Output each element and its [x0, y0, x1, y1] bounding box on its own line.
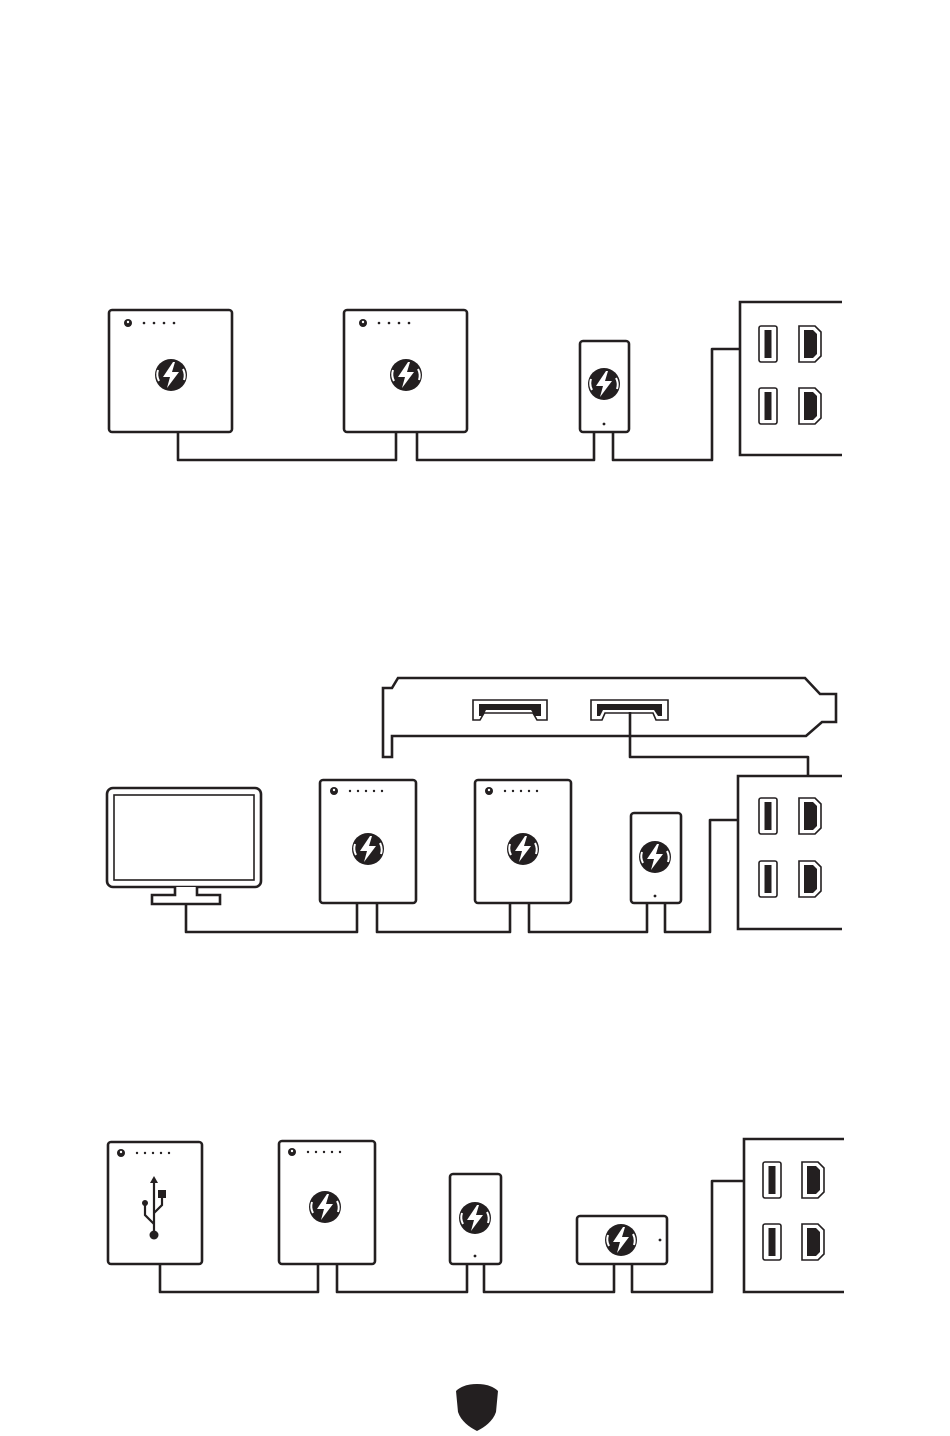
- displayport-icon: [799, 326, 821, 362]
- thunderbolt-port-icon: [759, 798, 777, 834]
- diagram-3-usb-chain: [108, 1139, 844, 1292]
- cable-2: [417, 432, 594, 460]
- usb-device: [108, 1142, 202, 1264]
- thunderbolt-dongle-1: [450, 1174, 501, 1264]
- shield-icon: [456, 1384, 498, 1431]
- displayport-icon: [802, 1224, 824, 1260]
- displayport-icon: [799, 798, 821, 834]
- cable-1: [178, 432, 396, 460]
- thunderbolt-port-icon: [759, 326, 777, 362]
- thunderbolt-device-1: [109, 310, 232, 432]
- displayport-icon: [799, 861, 821, 897]
- thunderbolt-device-2: [344, 310, 467, 432]
- thunderbolt-icon: [390, 359, 422, 391]
- cable-2: [337, 1264, 467, 1292]
- thunderbolt-device-1: [279, 1141, 375, 1264]
- rear-io-panel-2: [738, 776, 842, 929]
- cable-3: [529, 903, 647, 932]
- thunderbolt-dongle-1: [580, 341, 629, 432]
- diagram-2-display-chain: [107, 678, 842, 932]
- rear-io-panel-1: [740, 302, 842, 455]
- thunderbolt-icon: [507, 833, 539, 865]
- monitor: [107, 788, 261, 904]
- thunderbolt-port-icon: [759, 388, 777, 424]
- rear-io-panel-3: [744, 1139, 844, 1292]
- thunderbolt-icon: [588, 368, 620, 400]
- cable-1: [160, 1264, 318, 1292]
- thunderbolt-port-icon: [763, 1162, 781, 1198]
- thunderbolt-icon: [309, 1191, 341, 1223]
- thunderbolt-icon: [352, 833, 384, 865]
- thunderbolt-icon: [459, 1202, 491, 1234]
- thunderbolt-device-1: [320, 780, 416, 903]
- displayport-icon: [799, 388, 821, 424]
- cable-1: [186, 903, 357, 932]
- diagram-1-storage-chain: [109, 302, 842, 460]
- thunderbolt-port-icon: [763, 1224, 781, 1260]
- graphics-card-bracket: [383, 678, 836, 757]
- thunderbolt-port-icon: [759, 861, 777, 897]
- thunderbolt-icon: [605, 1224, 637, 1256]
- displayport-icon: [802, 1162, 824, 1198]
- thunderbolt-dongle-1: [631, 813, 681, 903]
- thunderbolt-icon: [639, 841, 671, 873]
- thunderbolt-device-2: [475, 780, 571, 903]
- thunderbolt-adapter: [577, 1216, 667, 1264]
- thunderbolt-icon: [155, 359, 187, 391]
- cable-2: [377, 903, 510, 932]
- cable-3: [484, 1264, 614, 1292]
